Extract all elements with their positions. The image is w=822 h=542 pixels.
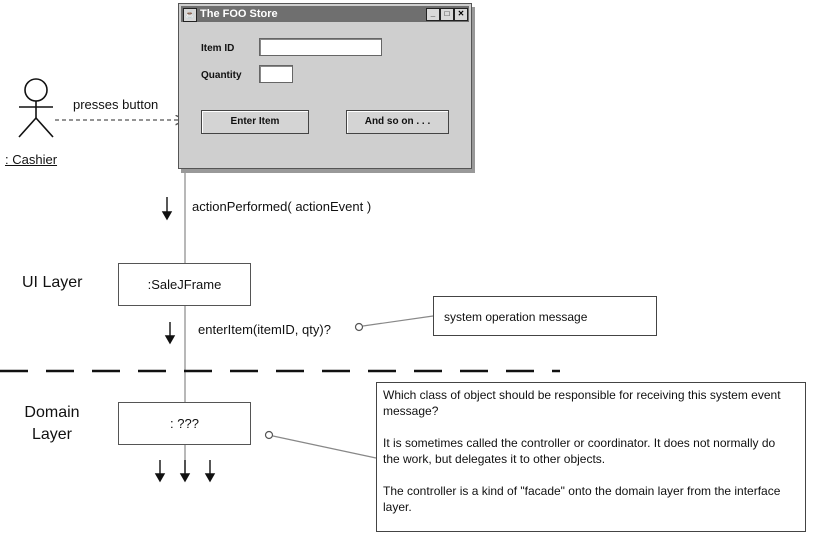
note-connector: [362, 315, 434, 327]
note-anchor: [354, 322, 364, 332]
down-arrow-icon: [161, 197, 173, 221]
controller-object: : ???: [118, 402, 251, 445]
cashier-label: : Cashier: [5, 152, 58, 167]
domain-layer-label-line2: Layer: [31, 426, 73, 443]
controller-note-paragraph: It is sometimes called the controller or…: [383, 436, 776, 466]
system-operation-note-text: system operation message: [444, 310, 588, 324]
down-arrow-icon: [204, 460, 216, 483]
controller-note-paragraph: The controller is a kind of "facade" ont…: [383, 484, 781, 514]
minimize-icon[interactable]: _: [426, 8, 440, 21]
and-so-on-button[interactable]: And so on . . .: [346, 110, 449, 134]
presses-button-label: presses button: [73, 97, 159, 112]
note-connector: [272, 435, 377, 459]
window-title-bar: ☕ The FOO Store _ □ ✕: [181, 6, 469, 22]
quantity-input[interactable]: [259, 65, 293, 83]
window-app-icon: ☕: [183, 8, 197, 22]
enter-item-message: enterItem(itemID, qty)?: [198, 322, 331, 337]
window-title: The FOO Store: [200, 8, 278, 20]
quantity-label: Quantity: [201, 70, 242, 81]
cashier-actor-icon: [18, 78, 54, 138]
controller-question-note: Which class of object should be responsi…: [376, 382, 806, 532]
down-arrow-icon: [154, 460, 166, 483]
down-arrow-icon: [164, 322, 176, 345]
foo-store-window: ☕ The FOO Store _ □ ✕ Item ID Quantity E…: [178, 3, 472, 169]
domain-layer-label-line1: Domain: [24, 404, 80, 421]
system-operation-note: system operation message: [433, 296, 657, 336]
action-performed-message: actionPerformed( actionEvent ): [192, 199, 372, 214]
down-arrow-icon: [179, 460, 191, 483]
maximize-icon[interactable]: □: [440, 8, 454, 21]
enter-item-button[interactable]: Enter Item: [201, 110, 309, 134]
sale-jframe-object: :SaleJFrame: [118, 263, 251, 306]
item-id-input[interactable]: [259, 38, 382, 56]
ui-layer-label: UI Layer: [22, 274, 83, 291]
controller-note-paragraph: Which class of object should be responsi…: [383, 388, 781, 418]
close-icon[interactable]: ✕: [454, 8, 468, 21]
controller-note-body: Which class of object should be responsi…: [383, 387, 783, 515]
domain-layer-label: Domain Layer: [18, 402, 86, 446]
note-anchor: [264, 430, 274, 440]
item-id-label: Item ID: [201, 43, 235, 54]
